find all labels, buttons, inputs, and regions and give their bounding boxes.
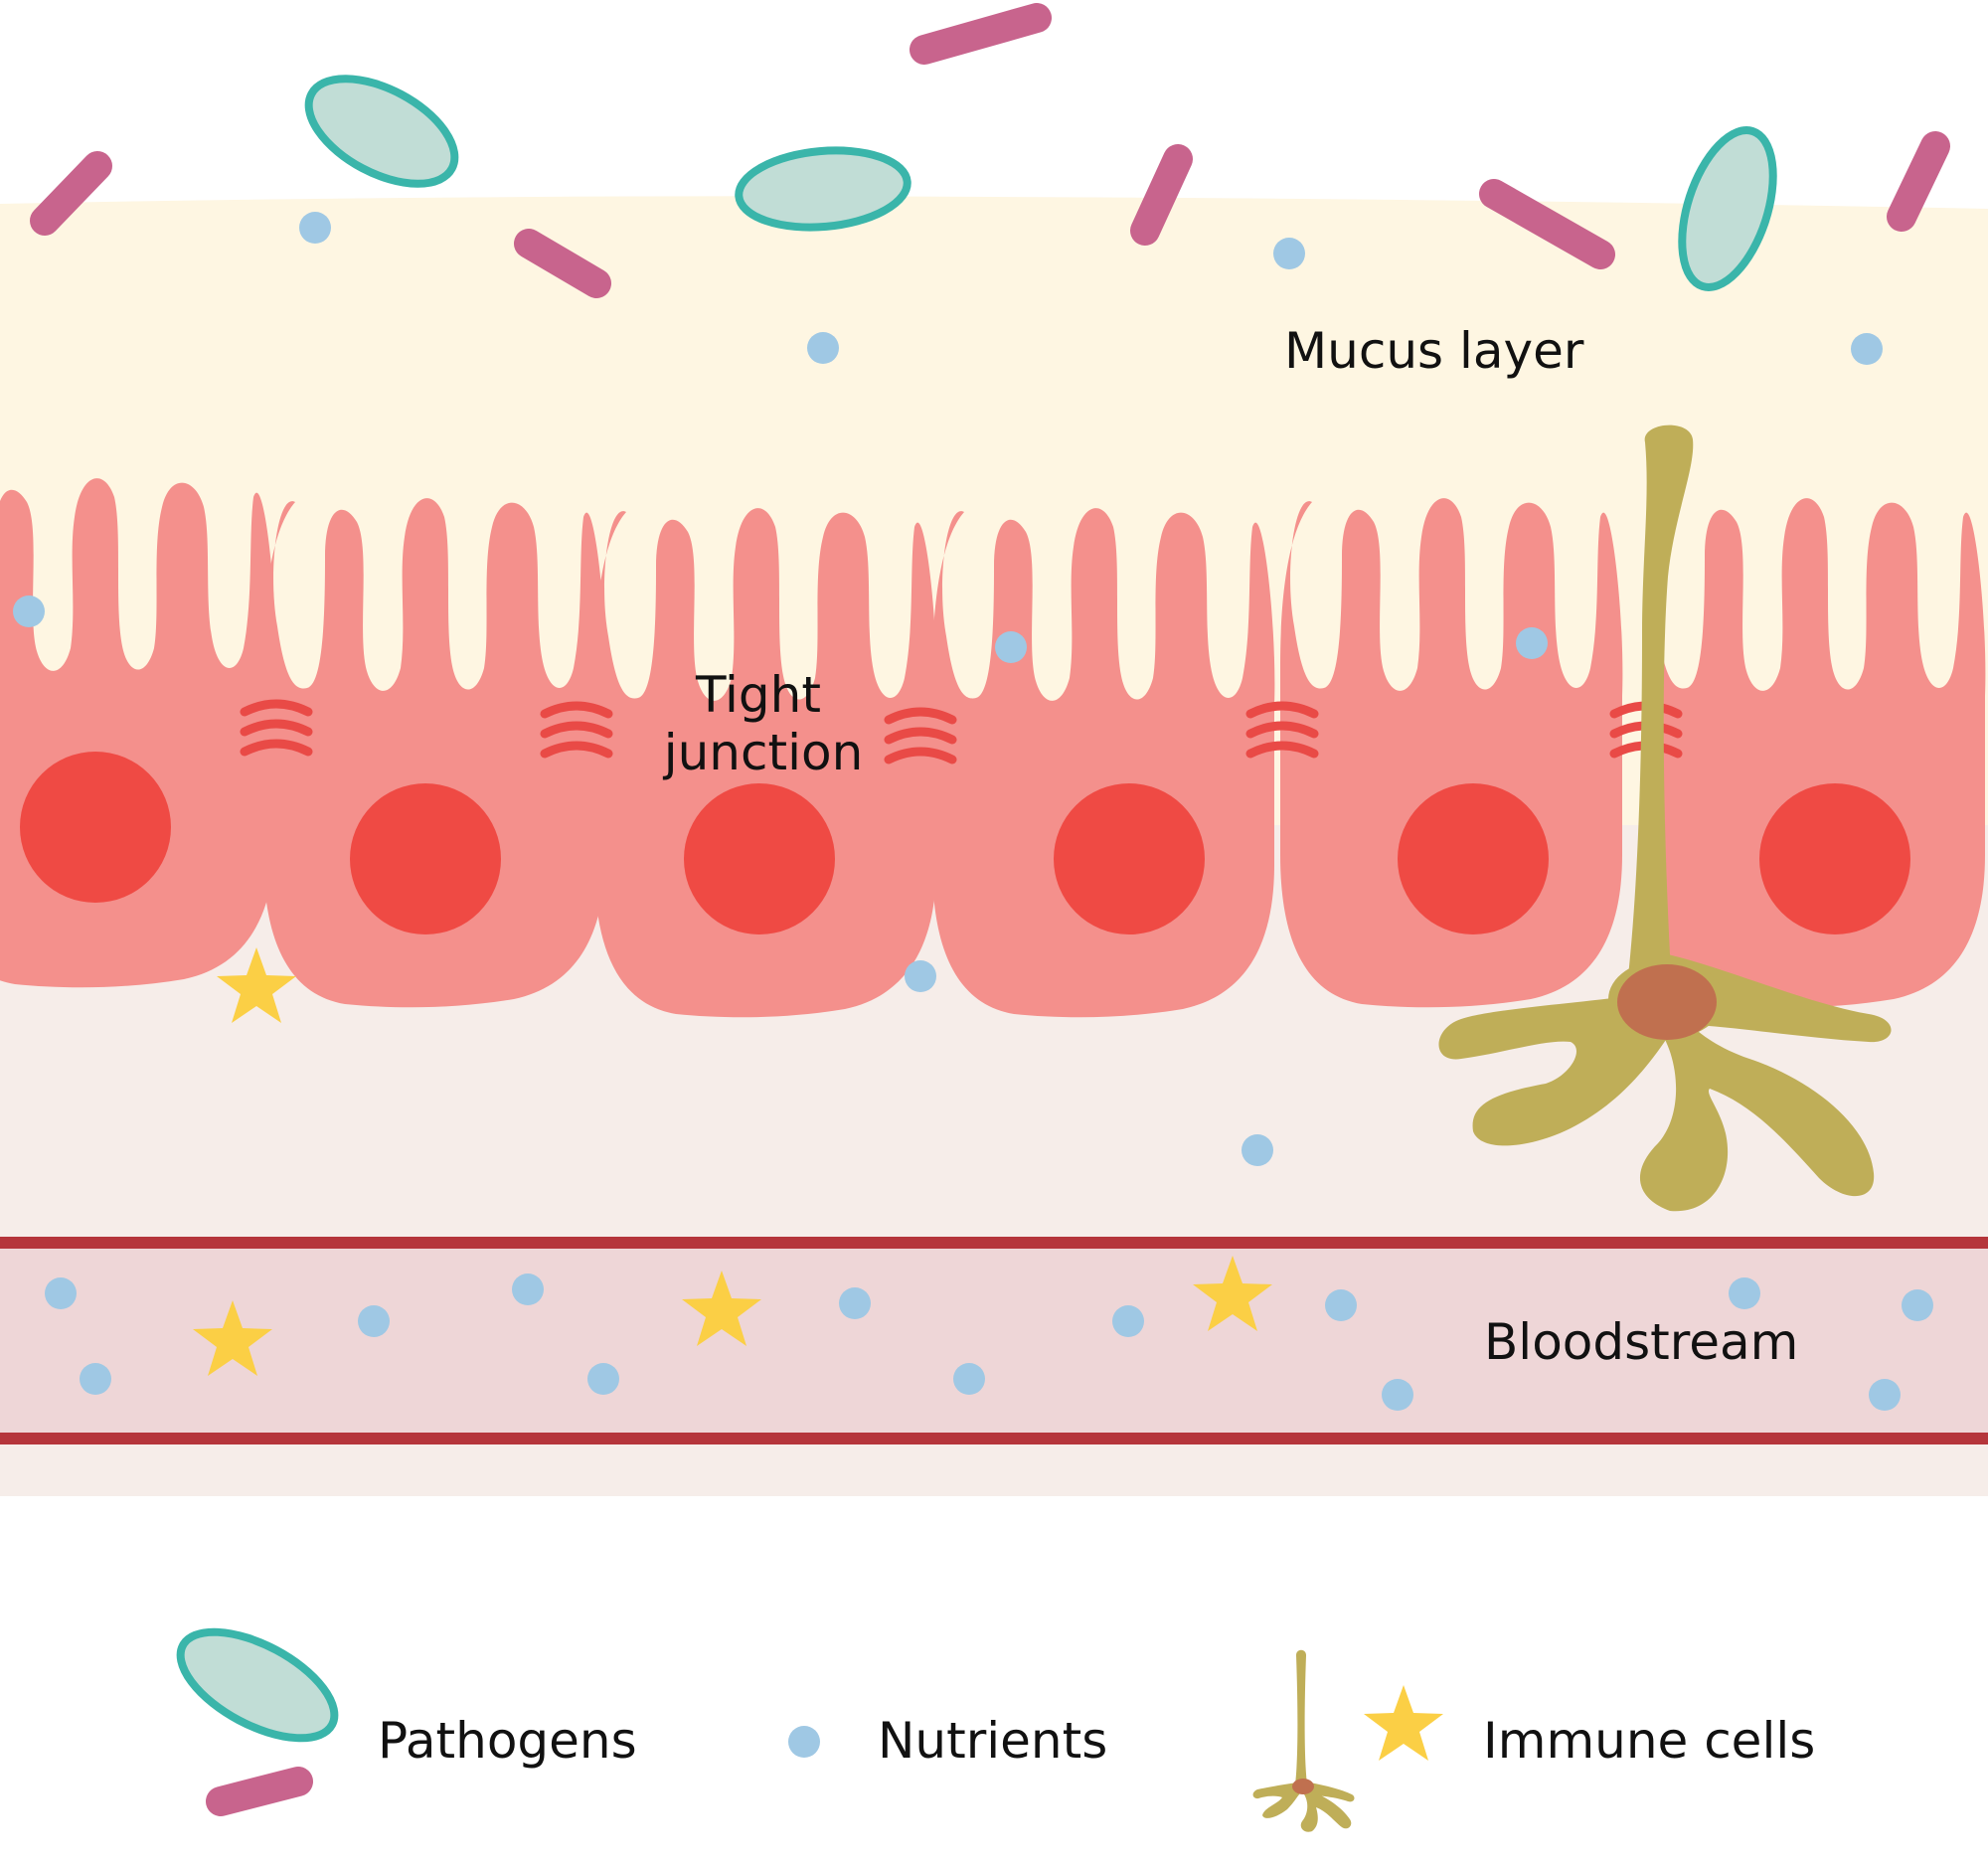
tight-junction-label-line2: junction [663, 724, 864, 781]
nucleus-1 [20, 752, 171, 903]
legend-dendritic-cell-icon [1252, 1649, 1355, 1832]
nutrients [13, 212, 1933, 1411]
nucleus-4 [1054, 783, 1205, 934]
legend-oval-pathogen-icon [176, 1627, 339, 1743]
tight-junction-label-line1: Tight [695, 666, 821, 724]
legend-nutrient-icon [788, 1726, 820, 1758]
nutrient-dot [1242, 1134, 1273, 1166]
nutrient-dot [1869, 1379, 1901, 1411]
rod-pathogen-icon [1887, 131, 1950, 232]
rod-pathogen-icon [1479, 179, 1615, 269]
rod-pathogen-icon [30, 151, 112, 236]
nutrient-dot [512, 1273, 544, 1305]
vessel-wall-bottom [0, 1433, 1988, 1444]
nucleus-6 [1759, 783, 1910, 934]
bloodstream-label: Bloodstream [1484, 1313, 1798, 1371]
legend-nutrients-label: Nutrients [878, 1712, 1107, 1770]
bloodstream-vessel [0, 1243, 1988, 1439]
nutrient-dot [995, 631, 1027, 663]
legend-pathogens-label: Pathogens [378, 1712, 637, 1770]
mucus-layer-label: Mucus layer [1284, 322, 1584, 380]
nutrient-dot [839, 1287, 871, 1319]
nutrient-dot [80, 1363, 111, 1395]
nutrient-dot [1851, 333, 1883, 365]
nutrient-dot [1112, 1305, 1144, 1337]
nutrient-dot [587, 1363, 619, 1395]
nutrient-dot [358, 1305, 390, 1337]
vessel-wall-top [0, 1237, 1988, 1249]
nutrient-dot [1902, 1289, 1933, 1321]
nutrient-dot [13, 595, 45, 627]
oval-pathogen-icon [304, 75, 459, 188]
pathogens [30, 3, 1950, 298]
nutrient-dot [1325, 1289, 1357, 1321]
dendritic-cell-nucleus [1617, 964, 1717, 1040]
nucleus-5 [1398, 783, 1549, 934]
legend-dendritic-nucleus-icon [1292, 1779, 1314, 1794]
rod-pathogen-icon [514, 229, 611, 298]
rod-pathogen-icon [910, 3, 1052, 65]
legend: Pathogens Nutrients Immune cells [176, 1627, 1815, 1832]
nutrient-dot [1729, 1277, 1760, 1309]
oval-pathogen-icon [1678, 126, 1777, 291]
nucleus-3 [684, 783, 835, 934]
nutrient-dot [299, 212, 331, 244]
legend-immune-cells-label: Immune cells [1483, 1712, 1815, 1770]
nutrient-dot [905, 960, 936, 992]
oval-pathogen-icon [735, 146, 911, 232]
nutrient-dot [953, 1363, 985, 1395]
rod-pathogen-icon [1130, 144, 1193, 246]
nutrient-dot [1516, 627, 1548, 659]
nucleus-2 [350, 783, 501, 934]
legend-immune-star-icon [1364, 1685, 1443, 1761]
legend-rod-pathogen-icon [206, 1767, 313, 1816]
nutrient-dot [1382, 1379, 1413, 1411]
nutrient-dot [807, 332, 839, 364]
nutrient-dot [1273, 238, 1305, 269]
nutrient-dot [45, 1277, 77, 1309]
cell-nuclei [20, 752, 1910, 934]
